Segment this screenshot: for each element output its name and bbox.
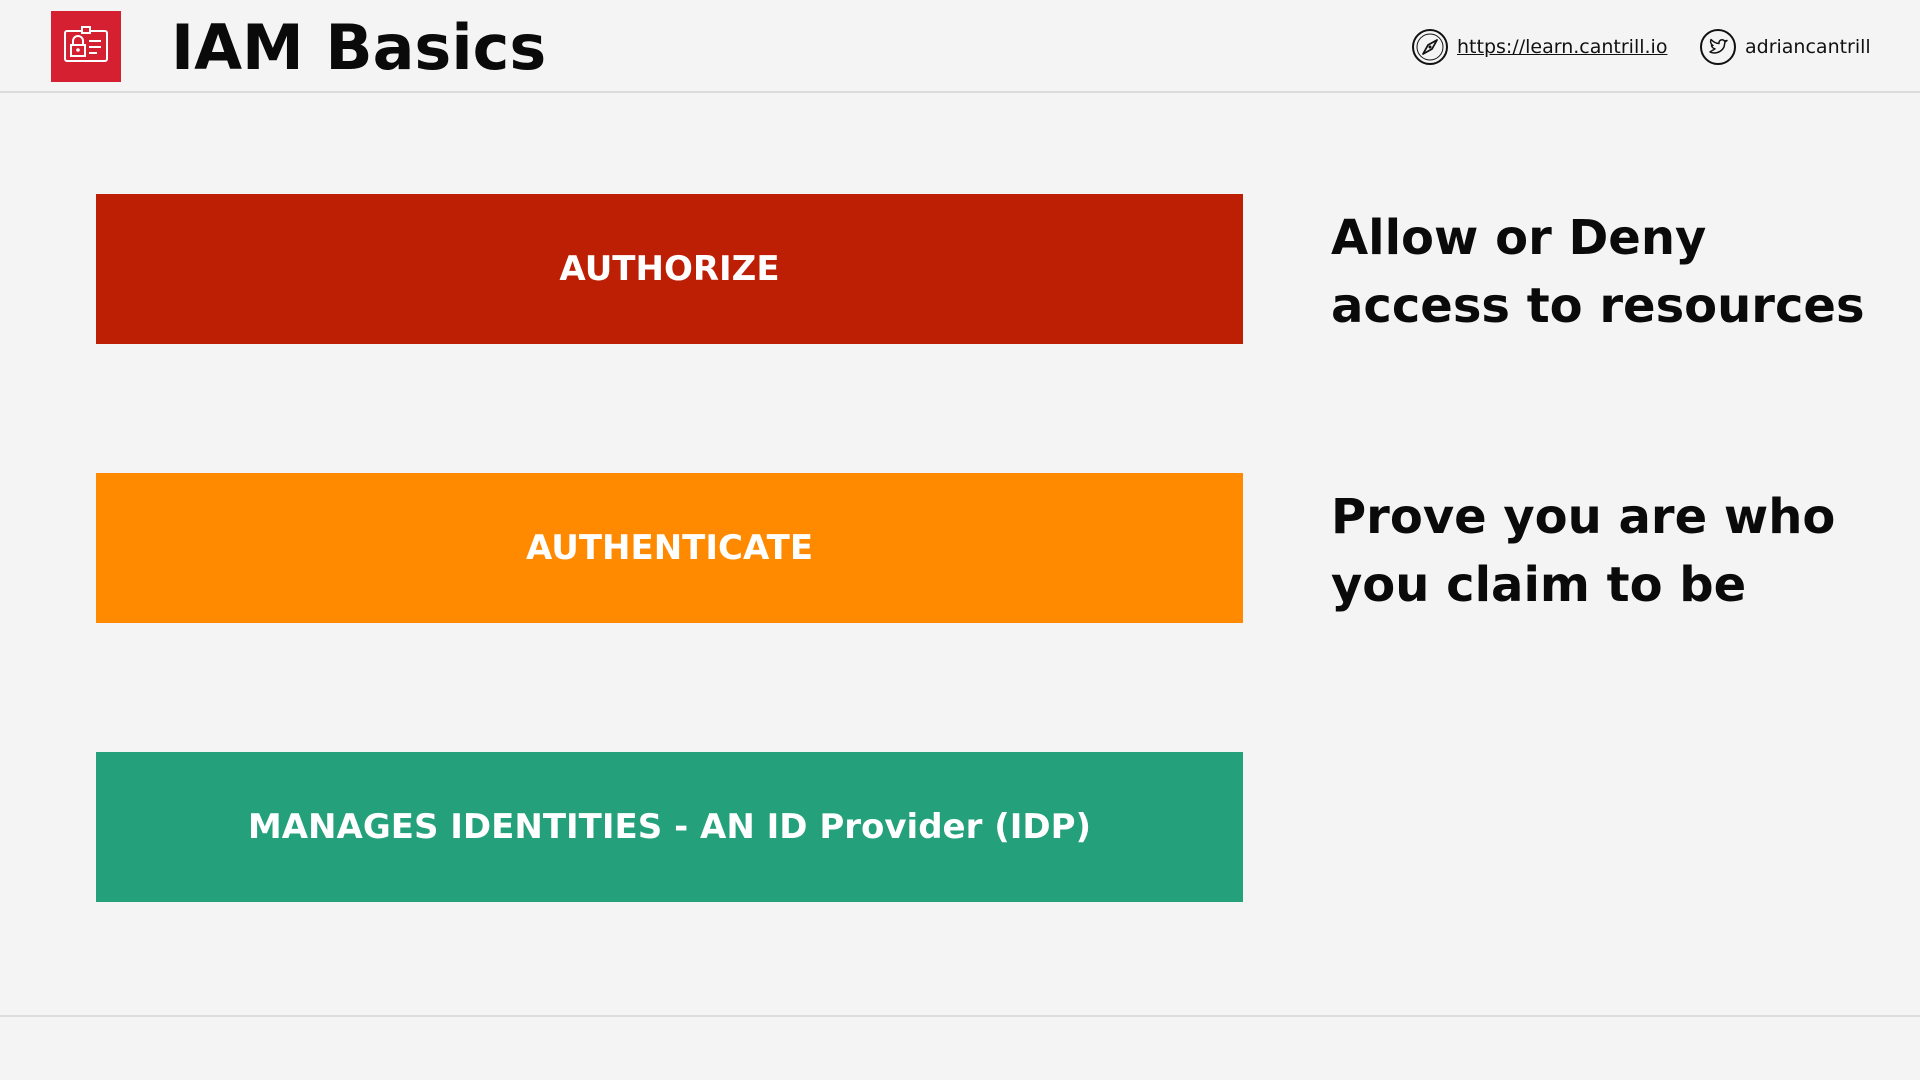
header: IAM Basics https://learn.cantrill.io adr… — [0, 0, 1920, 93]
authenticate-label: AUTHENTICATE — [525, 528, 814, 568]
manages-identities-label: MANAGES IDENTITIES - AN ID Provider (IDP… — [247, 807, 1092, 847]
twitter-username[interactable]: adriancantrill — [1745, 36, 1871, 58]
website-link[interactable]: https://learn.cantrill.io — [1411, 28, 1667, 66]
iam-badge-icon — [51, 11, 121, 82]
website-url[interactable]: https://learn.cantrill.io — [1457, 36, 1668, 58]
authorize-description: Allow or Deny access to resources — [1331, 210, 1865, 334]
authenticate-description: Prove you are who you claim to be — [1331, 489, 1836, 613]
authorize-bar: AUTHORIZE — [96, 194, 1243, 344]
twitter-icon — [1699, 28, 1737, 66]
page-title: IAM Basics — [171, 11, 547, 84]
authorize-label: AUTHORIZE — [559, 249, 780, 289]
compass-icon — [1411, 28, 1449, 66]
manages-identities-bar: MANAGES IDENTITIES - AN ID Provider (IDP… — [96, 752, 1243, 902]
twitter-handle[interactable]: adriancantrill — [1699, 28, 1871, 66]
authenticate-bar: AUTHENTICATE — [96, 473, 1243, 623]
footer-divider — [0, 1015, 1920, 1017]
